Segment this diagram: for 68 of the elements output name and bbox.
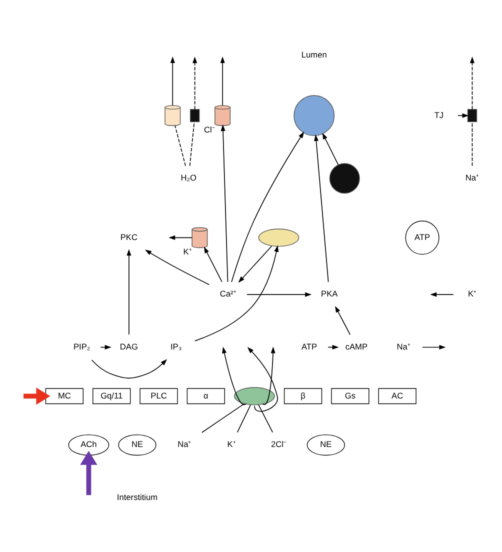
arrow bbox=[247, 346, 278, 412]
node-box: MC bbox=[45, 388, 84, 404]
node-text: Ca²⁺ bbox=[220, 288, 236, 298]
arrow bbox=[80, 450, 98, 495]
node-text: DAG bbox=[120, 340, 138, 351]
node-text: K⁺ bbox=[468, 288, 477, 298]
node-text: PKC bbox=[120, 231, 138, 242]
node-circle bbox=[294, 94, 335, 136]
node-text: H₂O bbox=[180, 172, 196, 182]
node-label: K⁺ bbox=[183, 246, 192, 256]
arrow bbox=[262, 346, 276, 405]
node-text: cAMP bbox=[345, 340, 368, 351]
arrow bbox=[422, 344, 446, 350]
node-box: Gq/11 bbox=[92, 388, 131, 404]
arrow bbox=[126, 248, 132, 334]
node-ellipse: ACh bbox=[68, 434, 110, 456]
arrow bbox=[231, 131, 304, 282]
label: Interstitium bbox=[116, 491, 158, 502]
arrow bbox=[470, 56, 475, 110]
arrow bbox=[458, 112, 469, 118]
node-text: TJ bbox=[434, 109, 444, 120]
node-text: 2Cl⁻ bbox=[271, 438, 286, 449]
node-circle: ATP bbox=[405, 220, 440, 254]
connector bbox=[472, 121, 473, 166]
node-box: Gs bbox=[331, 388, 370, 404]
node-text: Na⁺ bbox=[465, 172, 480, 182]
node-text: Na⁺ bbox=[178, 438, 192, 449]
arrow bbox=[168, 234, 192, 240]
node-ellipse: NE bbox=[306, 434, 345, 456]
node-box: β bbox=[284, 388, 322, 404]
arrow bbox=[314, 134, 329, 282]
node-ellipse bbox=[258, 228, 300, 246]
arrow bbox=[322, 132, 339, 165]
node-box bbox=[190, 108, 200, 122]
node-text: PKA bbox=[321, 288, 338, 298]
node-box: AC bbox=[378, 388, 416, 404]
arrow bbox=[204, 246, 222, 282]
node-text: Na⁺ bbox=[396, 340, 410, 351]
node-ellipse: NE bbox=[118, 434, 156, 456]
arrow bbox=[194, 244, 279, 341]
connector bbox=[189, 121, 195, 166]
connector bbox=[202, 402, 245, 432]
label: Lumen bbox=[301, 48, 327, 59]
arrow bbox=[220, 56, 225, 106]
node-box bbox=[467, 108, 478, 122]
node-box: α bbox=[186, 388, 225, 404]
arrow bbox=[246, 292, 312, 296]
arrow bbox=[335, 305, 351, 335]
node-label: Cl⁻ bbox=[204, 124, 215, 134]
arrow bbox=[238, 245, 272, 282]
node-text: IP₃ bbox=[170, 340, 182, 351]
arrow bbox=[24, 387, 50, 404]
connector bbox=[236, 404, 251, 432]
node-text: K⁺ bbox=[227, 438, 236, 449]
node-box: PLC bbox=[140, 388, 178, 404]
arrow bbox=[144, 249, 210, 285]
arrow bbox=[220, 124, 228, 282]
node-ellipse bbox=[234, 386, 275, 405]
arrow bbox=[192, 56, 198, 110]
arrow bbox=[430, 292, 454, 296]
node-text: PIP₂ bbox=[73, 340, 90, 351]
arrow bbox=[91, 358, 168, 378]
arrow bbox=[222, 346, 247, 405]
node-circle bbox=[329, 162, 360, 194]
arrow bbox=[170, 56, 175, 106]
connector bbox=[258, 404, 274, 432]
connector bbox=[174, 124, 186, 166]
node-text: ATP bbox=[301, 340, 318, 351]
